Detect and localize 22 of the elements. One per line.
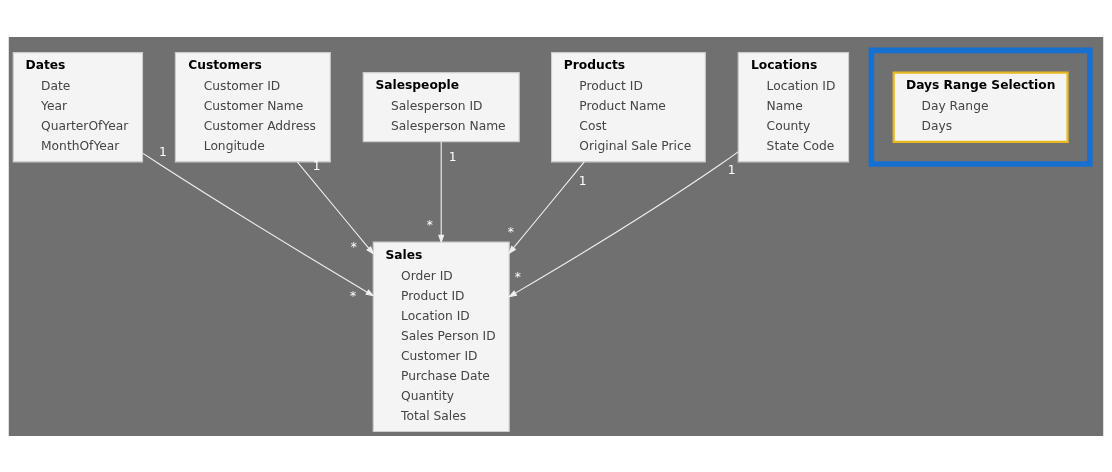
label: * [514, 269, 521, 284]
node-box: Locations Location ID Name County State Code [737, 51, 850, 162]
cluster [868, 47, 1093, 167]
label: * [426, 217, 433, 232]
node-box: Dates Date Year QuarterOfYear MonthOfYear [12, 51, 144, 162]
node-box: Sales Order ID Product ID Location ID Sales Person ID Customer ID Purchase Date Quantity Total Sales [372, 241, 510, 432]
label: * [507, 224, 514, 239]
arrow [296, 160, 375, 255]
arrow [508, 160, 585, 254]
label: 1 [578, 173, 587, 188]
node-box: Products Product ID Product Name Cost Original Sale Price [551, 51, 706, 162]
node-box: Days Range Selection Day Range Days [892, 71, 1069, 143]
label: 1 [159, 144, 167, 159]
label: * [349, 288, 357, 303]
label: 1 [448, 149, 457, 164]
label: 1 [727, 162, 736, 177]
node-box: Customers Customer ID Customer Name Customer Address Longitude [174, 51, 331, 162]
arrow [142, 152, 375, 296]
arrow [508, 150, 739, 297]
arrow [438, 140, 445, 244]
label: * [350, 239, 357, 254]
node-box: Salespeople Salesperson ID Salesperson Name [362, 71, 520, 142]
